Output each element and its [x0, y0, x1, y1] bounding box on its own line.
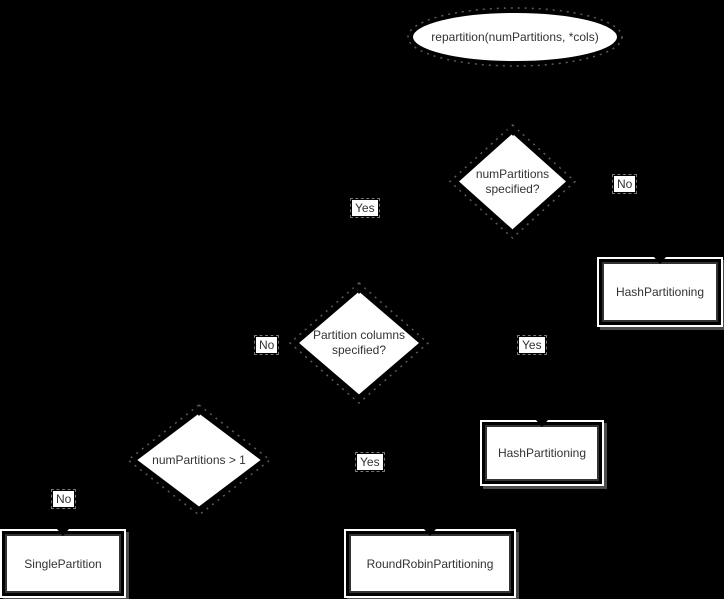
arrowhead-icon [424, 529, 436, 536]
edge-label-no-bottom: No [50, 489, 77, 509]
terminator-ellipse-shape [407, 7, 623, 67]
arrowhead-icon [57, 529, 69, 536]
edge-label-no-mid: No [253, 335, 280, 355]
node-result-hashpartitioning-mid: HashPartitioning [480, 420, 604, 486]
node-result-roundrobinpartitioning: RoundRobinPartitioning [344, 529, 516, 598]
result-hashpartitioning-mid-label: HashPartitioning [485, 425, 599, 481]
result-singlepartition-label: SinglePartition [5, 534, 121, 593]
arrowhead-icon [654, 257, 666, 264]
arrowhead-icon [536, 420, 548, 427]
edge-label-yes-bottom: Yes [355, 452, 385, 472]
arrowhead-icon [193, 409, 205, 416]
node-start-terminator: repartition(numPartitions, *cols) [406, 6, 624, 68]
node-decision-partition-columns-specified: Partition columns specified? [288, 282, 430, 404]
result-roundrobinpartitioning-label: RoundRobinPartitioning [349, 534, 511, 593]
edge-label-yes-top: Yes [350, 198, 380, 218]
start-label: repartition(numPartitions, *cols) [431, 29, 599, 44]
decision-numpartitions-label: numPartitions specified? [475, 166, 550, 196]
node-result-hashpartitioning-top: HashPartitioning [597, 257, 723, 327]
node-decision-numpartitions-specified: numPartitions specified? [448, 123, 577, 240]
arrowhead-icon [506, 129, 519, 136]
arrowhead-icon [353, 287, 365, 294]
node-result-singlepartition: SinglePartition [0, 529, 126, 598]
decision-partition-columns-label: Partition columns specified? [312, 328, 406, 357]
decision-diamond-shape [126, 404, 272, 516]
decision-numpartitions-gt1-label: numPartitions > 1 [152, 452, 246, 467]
edge-label-yes-mid: Yes [517, 335, 547, 355]
edge-label-no-top: No [611, 174, 638, 194]
decision-diamond-shape [448, 123, 577, 240]
node-decision-numpartitions-gt1: numPartitions > 1 [126, 404, 272, 516]
decision-diamond-shape [288, 282, 430, 404]
result-hashpartitioning-top-label: HashPartitioning [602, 262, 718, 322]
